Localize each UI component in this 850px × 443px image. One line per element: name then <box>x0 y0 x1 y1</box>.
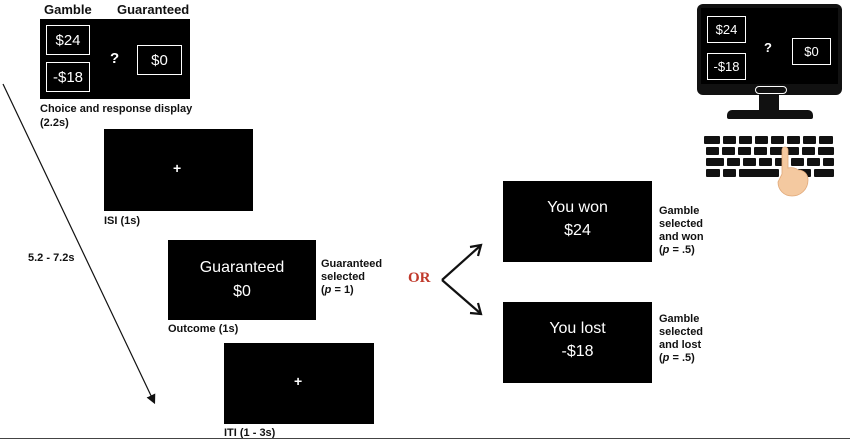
guaranteed-header: Guaranteed <box>117 2 190 17</box>
monitor-base <box>727 110 813 119</box>
monitor-gamble-loss-box: -$18 <box>707 53 746 80</box>
won-screen: You won $24 <box>503 181 652 262</box>
won-line2: $24 <box>564 222 591 239</box>
lost-line1: You lost <box>549 320 606 337</box>
outcome-screen: Guaranteed $0 <box>168 240 316 320</box>
lost-line2: -$18 <box>561 343 594 360</box>
monitor-button <box>755 86 787 94</box>
lost-side-label: Gamble selected and lost (p = .5) <box>659 313 704 364</box>
lost-screen: You lost -$18 <box>503 302 652 383</box>
choice-caption-line2: (2.2s) <box>40 117 69 129</box>
monitor-neck <box>759 95 779 111</box>
iti-screen: + <box>224 343 374 424</box>
gamble-loss-box: -$18 <box>46 62 90 92</box>
hand-icon <box>777 146 809 197</box>
gamble-win-box: $24 <box>46 25 90 55</box>
gamble-header: Gamble <box>44 2 92 17</box>
choice-caption-line1: Choice and response display <box>40 103 193 115</box>
question-mark: ? <box>110 50 120 67</box>
monitor-gamble-win-box: $24 <box>707 16 746 43</box>
iti-caption: ITI (1 - 3s) <box>224 427 276 439</box>
choice-display-screen: $24 -$18 ? $0 <box>40 19 190 99</box>
isi-screen: + <box>104 129 253 211</box>
fixation-cross: + <box>294 373 303 389</box>
outcome-line1: Guaranteed <box>199 259 285 276</box>
fixation-cross: + <box>173 160 182 176</box>
guaranteed-box: $0 <box>137 45 182 75</box>
outcome-caption: Outcome (1s) <box>168 323 239 335</box>
keyboard-icon <box>704 136 834 197</box>
or-label: OR <box>408 270 431 286</box>
won-side-label: Gamble selected and won (p = .5) <box>659 205 704 256</box>
bottom-divider <box>0 438 850 439</box>
outcome-line2: $0 <box>233 283 251 300</box>
outcome-side-label: Guaranteed selected (p = 1) <box>321 258 383 296</box>
won-line1: You won <box>547 199 608 216</box>
monitor-screen: $24 -$18 ? $0 <box>701 8 838 84</box>
monitor-guaranteed-box: $0 <box>792 38 831 65</box>
monitor-question-mark: ? <box>764 40 772 55</box>
monitor-icon: $24 -$18 ? $0 <box>697 4 842 95</box>
isi-caption: ISI (1s) <box>104 215 141 227</box>
duration-label: 5.2 - 7.2s <box>28 252 75 264</box>
